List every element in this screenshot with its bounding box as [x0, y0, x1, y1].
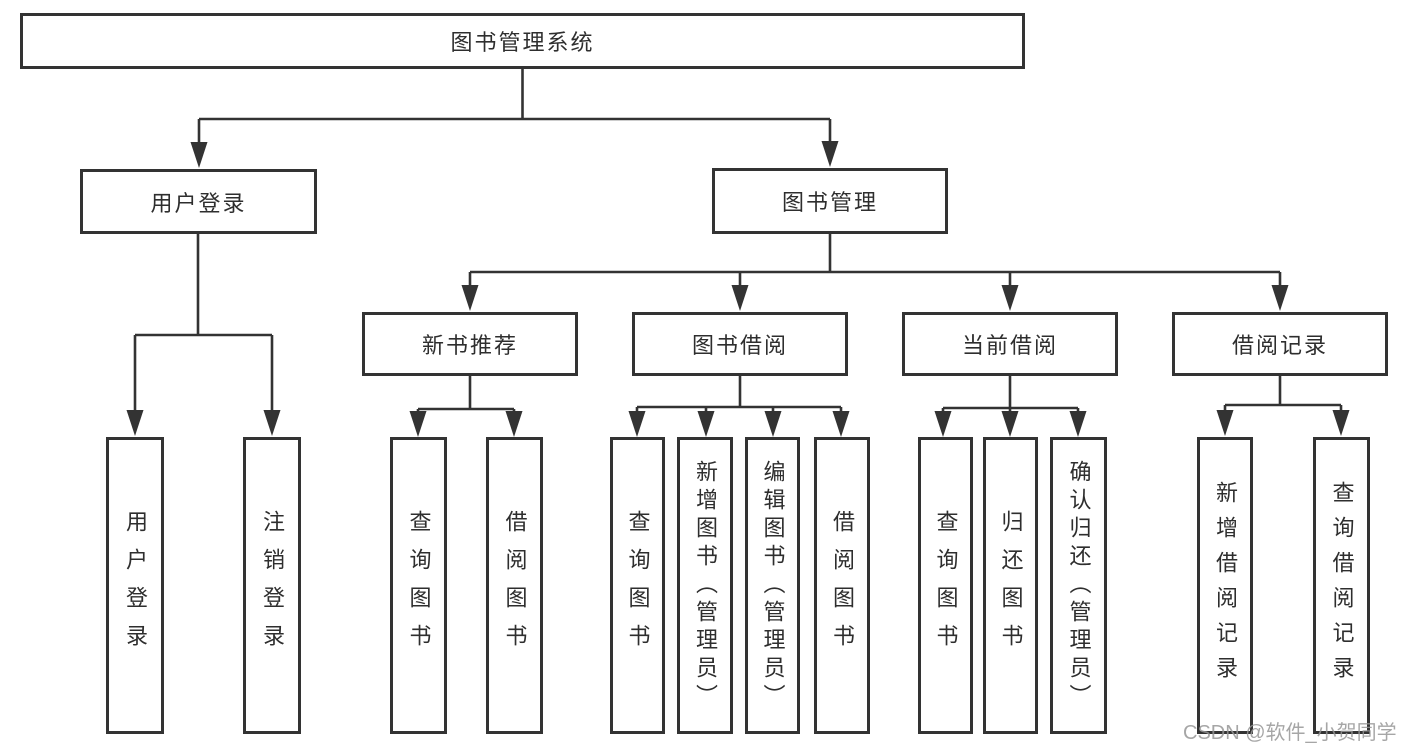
leaf-borrow-books-recommend: 借阅图书 — [486, 437, 543, 734]
leaf-add-books-admin: 新增图书（管理员） — [677, 437, 733, 734]
node-new-book-recommendation: 新书推荐 — [362, 312, 578, 376]
node-label: 借阅图书 — [502, 509, 528, 662]
node-current-borrowing: 当前借阅 — [902, 312, 1118, 376]
node-book-management: 图书管理 — [712, 168, 948, 234]
node-label: 注销登录 — [260, 509, 285, 662]
node-borrowing-records: 借阅记录 — [1172, 312, 1388, 376]
leaf-edit-books-admin: 编辑图书（管理员） — [745, 437, 800, 734]
node-label: 查询图书 — [933, 509, 959, 662]
node-label: 借阅图书 — [830, 509, 855, 662]
leaf-query-books-current: 查询图书 — [918, 437, 973, 734]
leaf-query-books-borrowing: 查询图书 — [610, 437, 665, 734]
node-book-management-system: 图书管理系统 — [20, 13, 1025, 69]
node-user-login: 用户登录 — [80, 169, 317, 234]
leaf-borrow-books: 借阅图书 — [814, 437, 870, 734]
leaf-logout: 注销登录 — [243, 437, 301, 734]
node-label: 图书管理系统 — [450, 30, 595, 55]
leaf-user-login: 用户登录 — [106, 437, 164, 734]
node-label: 新增借阅记录 — [1213, 480, 1238, 691]
node-label: 用户登录 — [123, 509, 148, 662]
node-label: 查询借阅记录 — [1329, 480, 1355, 691]
node-label: 用户登录 — [150, 190, 247, 216]
node-label: 图书借阅 — [691, 333, 788, 358]
node-book-borrowing: 图书借阅 — [632, 312, 848, 376]
node-label: 当前借阅 — [961, 333, 1058, 358]
node-label: 新书推荐 — [421, 333, 518, 358]
node-label: 查询图书 — [406, 509, 432, 662]
node-label: 图书管理 — [781, 190, 878, 215]
node-label: 借阅记录 — [1231, 333, 1328, 358]
node-label: 查询图书 — [625, 509, 651, 662]
node-label: 确认归还（管理员） — [1066, 459, 1092, 712]
csdn-watermark: CSDN @软件_小贺同学 — [1183, 722, 1397, 744]
node-label: 新增图书（管理员） — [693, 459, 718, 712]
node-label: 归还图书 — [998, 509, 1024, 662]
leaf-return-books: 归还图书 — [983, 437, 1038, 734]
leaf-confirm-return-admin: 确认归还（管理员） — [1050, 437, 1107, 734]
leaf-add-borrow-record: 新增借阅记录 — [1197, 437, 1253, 734]
node-label: 编辑图书（管理员） — [760, 459, 786, 712]
leaf-query-borrow-record: 查询借阅记录 — [1313, 437, 1370, 734]
leaf-query-books-recommend: 查询图书 — [390, 437, 447, 734]
